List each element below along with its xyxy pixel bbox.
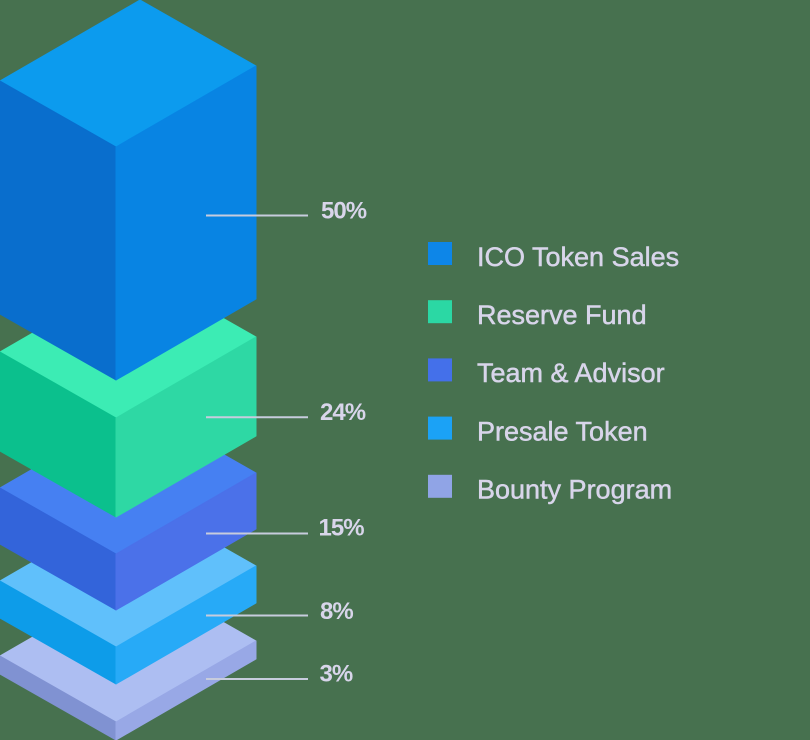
svg-text:3%: 3% (320, 661, 353, 688)
svg-text:Bounty Program: Bounty Program (477, 475, 672, 505)
svg-text:8%: 8% (320, 598, 353, 625)
svg-text:Team & Advisor: Team & Advisor (477, 358, 665, 388)
svg-text:15%: 15% (319, 515, 365, 542)
svg-text:Reserve Fund: Reserve Fund (477, 300, 647, 330)
svg-text:ICO Token Sales: ICO Token Sales (477, 242, 679, 272)
svg-text:Presale Token: Presale Token (477, 416, 648, 446)
svg-text:50%: 50% (321, 198, 367, 225)
svg-text:24%: 24% (320, 399, 366, 426)
